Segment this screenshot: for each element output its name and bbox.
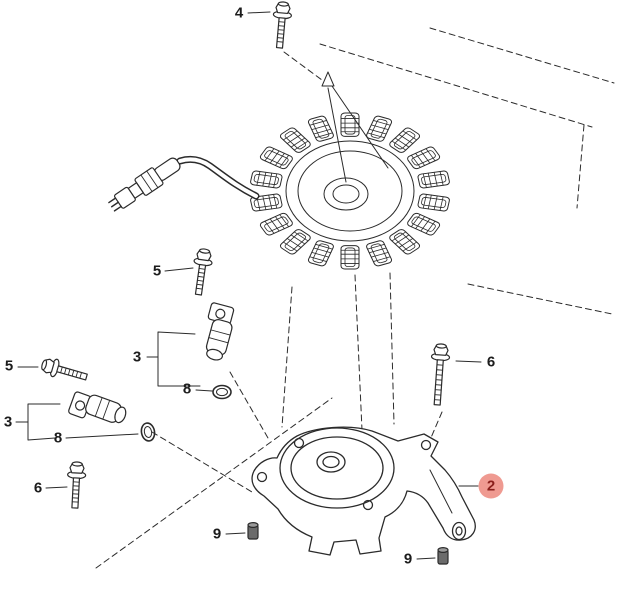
callout-5-upper[interactable]: 5 <box>152 262 162 280</box>
callout-8-upper[interactable]: 8 <box>182 380 192 398</box>
pickup-coil-left <box>67 387 130 433</box>
alignment-marker <box>322 72 388 182</box>
callout-2-highlighted[interactable]: 2 <box>478 473 504 499</box>
callout-3-left[interactable]: 3 <box>3 413 13 431</box>
oring-8-upper <box>212 384 232 400</box>
dashed-guide-lines <box>96 28 614 568</box>
oring-8-left <box>139 421 157 443</box>
callout-9-left[interactable]: 9 <box>212 525 222 543</box>
cap-9-right <box>437 546 449 565</box>
callout-6-right[interactable]: 6 <box>486 353 496 371</box>
bolt-5-left <box>39 355 90 387</box>
callout-8-left[interactable]: 8 <box>53 429 63 447</box>
stator-cable <box>180 159 256 196</box>
callout-9-right[interactable]: 9 <box>403 550 413 568</box>
cable-connector <box>106 154 184 215</box>
callout-5-left[interactable]: 5 <box>4 357 14 375</box>
callout-3-upper[interactable]: 3 <box>132 348 142 366</box>
stator <box>249 112 451 270</box>
callout-6-left[interactable]: 6 <box>33 479 43 497</box>
bolt-5-upper <box>188 247 215 297</box>
bolt-6-right <box>427 342 451 407</box>
cap-9-left <box>247 521 259 540</box>
callout-4[interactable]: 4 <box>234 4 244 22</box>
pickup-coil-upper <box>197 301 238 363</box>
bolt-4 <box>269 0 294 50</box>
callout-leader-lines <box>16 12 481 559</box>
bolt-6-left <box>65 460 87 510</box>
base-plate <box>252 427 475 555</box>
